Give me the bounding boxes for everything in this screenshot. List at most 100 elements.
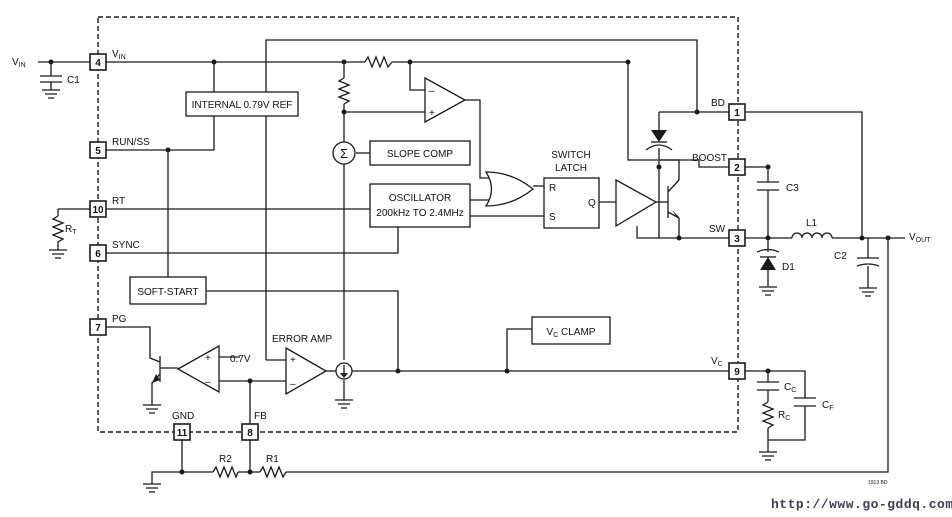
- vout-sub: OUT: [916, 237, 932, 244]
- boost-diode-internal: [645, 130, 673, 151]
- pin-4-label-sub: IN: [119, 54, 126, 61]
- figure-code: 1913 BD: [868, 480, 888, 486]
- switch-latch-box: [543, 177, 600, 229]
- capacitor-c2: [856, 257, 880, 267]
- current-comparator: [424, 76, 467, 124]
- pin-6-number: 6: [95, 249, 101, 260]
- vin-external-sub: IN: [19, 62, 26, 69]
- switch-driver: [615, 178, 658, 228]
- pin-2-number: 2: [734, 163, 740, 174]
- resistor-rt: [51, 215, 65, 250]
- pin-5-number: 5: [95, 146, 101, 157]
- pin-7-pg: 7: [89, 318, 107, 336]
- ic-boundary: [97, 16, 739, 433]
- pin-6-sync: 6: [89, 244, 107, 262]
- pin-5-run-ss: 5: [89, 141, 107, 159]
- ground-symbol-d1: [759, 286, 777, 296]
- latch-r-label: R: [549, 183, 556, 194]
- pin-11-label: GND: [172, 411, 194, 422]
- pin-4-label-main: V: [112, 49, 119, 60]
- pin-9-vc: 9: [728, 362, 746, 380]
- resistor-sense: [364, 55, 393, 69]
- ground-symbol-c2: [859, 287, 877, 297]
- pin-1-label: BD: [711, 98, 725, 109]
- capacitor-cc: [757, 381, 779, 391]
- diode-d1: [756, 248, 780, 270]
- comparator-plus-sign: +: [429, 108, 435, 119]
- error-amp-label: ERROR AMP: [272, 334, 332, 345]
- rt-external-sub: T: [72, 229, 77, 236]
- pin-1-bd: 1: [728, 103, 746, 121]
- pg-minus-sign: –: [205, 377, 211, 388]
- r2-label: R2: [219, 454, 232, 465]
- error-amp-plus-sign: +: [290, 355, 296, 366]
- pin-4-number: 4: [95, 58, 101, 69]
- pin-7-number: 7: [95, 323, 101, 334]
- pg-comparator: [176, 344, 220, 394]
- pin-11-number: 11: [177, 428, 188, 439]
- c1-label: C1: [67, 75, 80, 86]
- switch-latch-title-1: SWITCH: [551, 150, 590, 161]
- vc-clamp-box: [531, 316, 611, 345]
- pin-8-fb: 8: [241, 423, 259, 441]
- pg-transistor: [152, 374, 160, 383]
- cc-main: C: [784, 382, 791, 393]
- pin-3-sw: 3: [728, 229, 746, 247]
- l1-label: L1: [806, 218, 818, 229]
- oscillator-range: 200kHz TO 2.4MHz: [376, 208, 463, 219]
- error-amp: [285, 346, 328, 396]
- vc-clamp-label: VC CLAMP: [547, 327, 596, 339]
- watermark: http://www.go-gddq.com: [771, 497, 952, 512]
- oscillator-label: OSCILLATOR: [389, 193, 451, 204]
- vc-clamp-main: V: [547, 327, 554, 338]
- resistor-r1: [259, 465, 287, 479]
- latch-s-label: S: [549, 212, 556, 223]
- pin-10-number: 10: [92, 205, 104, 216]
- pin-4-label: VIN: [112, 49, 126, 61]
- pin-3-number: 3: [734, 234, 740, 245]
- pin-9-number: 9: [734, 367, 740, 378]
- vin-external-main: V: [12, 57, 19, 68]
- rc-main: R: [778, 410, 785, 421]
- resistor-r2: [212, 465, 239, 479]
- capacitor-c3: [757, 181, 779, 191]
- internal-ref-box: [185, 91, 299, 117]
- rt-external-main: R: [65, 224, 72, 235]
- pin-8-label: FB: [254, 411, 267, 422]
- cc-sub: C: [791, 387, 796, 394]
- pg-plus-sign: +: [205, 353, 211, 364]
- pin-1-number: 1: [734, 108, 740, 119]
- pin-5-label: RUN/SS: [112, 137, 150, 148]
- resistor-slope: [337, 77, 351, 105]
- soft-start-box: [129, 276, 207, 305]
- cf-sub: F: [829, 405, 833, 412]
- internal-ref-label: INTERNAL 0.79V REF: [192, 100, 293, 111]
- c3-label: C3: [786, 183, 799, 194]
- pin-10-label: RT: [112, 196, 125, 207]
- pin-9-label: VC: [711, 356, 723, 368]
- resistor-rc: [761, 401, 775, 429]
- cc-label: CC: [784, 382, 796, 394]
- power-switch-transistor: [667, 179, 680, 219]
- vout-label: VOUT: [909, 232, 931, 244]
- inductor-l1: [791, 232, 833, 239]
- c2-label: C2: [834, 251, 847, 262]
- vout-main: V: [909, 232, 916, 243]
- pin-2-label: BOOST: [692, 153, 727, 164]
- rt-external-label: RT: [65, 224, 77, 236]
- ground-symbol-current-source: [335, 399, 353, 409]
- pin-9-label-main: V: [711, 356, 718, 367]
- cf-label: CF: [822, 400, 834, 412]
- slope-comp-box: [369, 140, 471, 166]
- pin-11-gnd: 11: [173, 423, 191, 441]
- pin-3-label: SW: [709, 224, 726, 235]
- pg-threshold-label: 0.7V: [230, 354, 251, 365]
- ground-symbol-rc: [759, 451, 777, 461]
- summing-node: [332, 141, 356, 165]
- vin-external-label: VIN: [12, 57, 26, 69]
- ground-symbol-rt: [49, 249, 67, 259]
- slope-comp-label: SLOPE COMP: [387, 149, 453, 160]
- latch-q-label: Q: [588, 198, 596, 209]
- pin-7-label: PG: [112, 314, 127, 325]
